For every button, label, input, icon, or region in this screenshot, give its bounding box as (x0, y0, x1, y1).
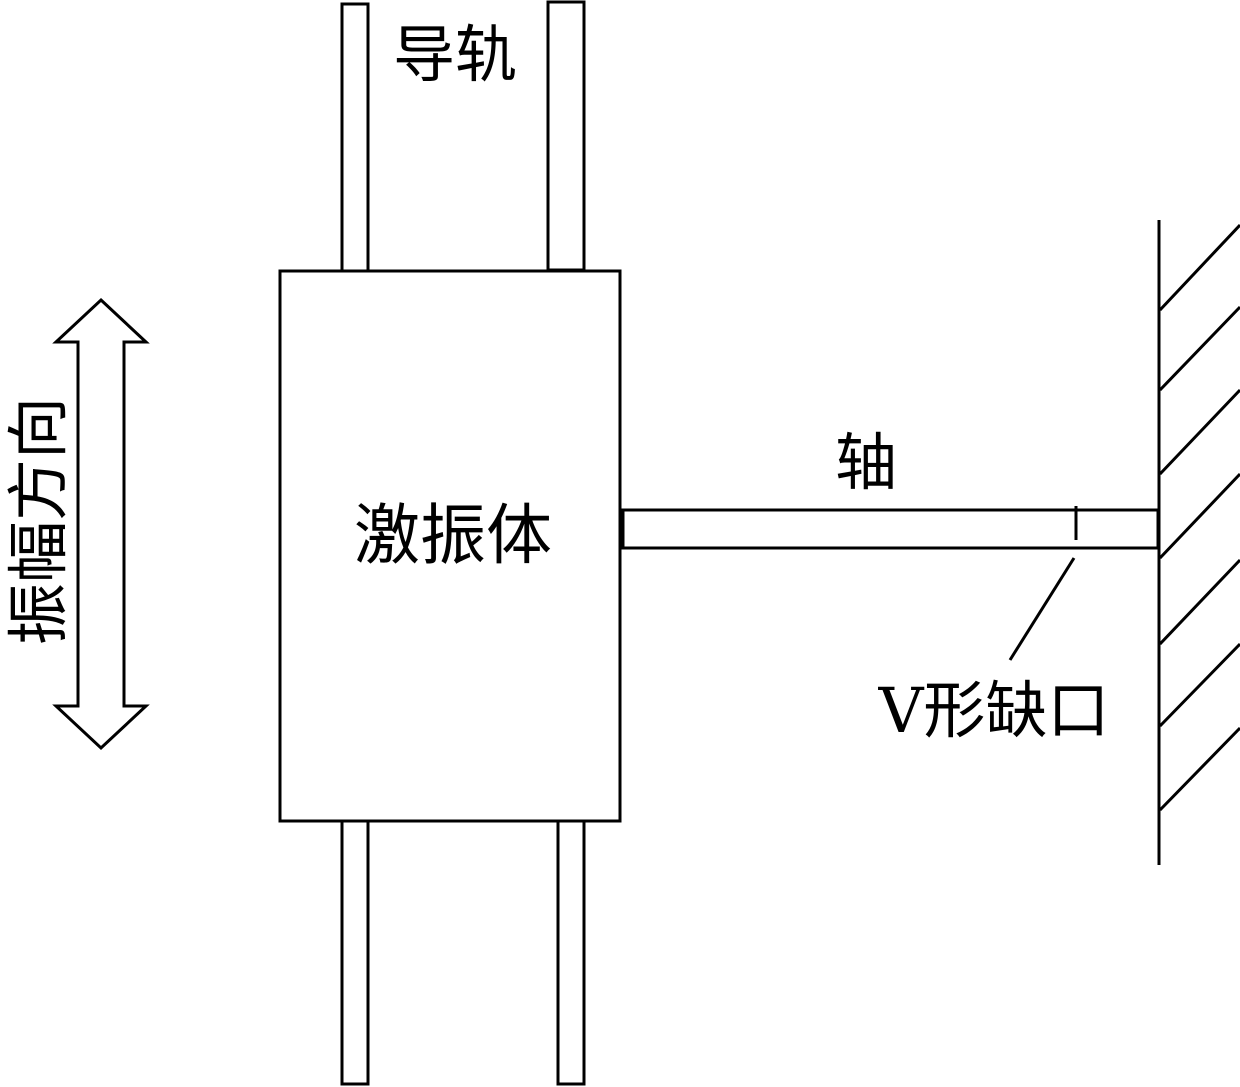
guide-rail-upper-right (546, 0, 586, 272)
guide-rail-upper-left (340, 2, 370, 274)
shaft-bar (621, 508, 1160, 550)
v-notch-label: V形缺口 (878, 674, 1110, 747)
exciter-body-label: 激振体 (354, 497, 552, 574)
fixed-wall (1157, 220, 1240, 865)
wall-hatching (1158, 223, 1240, 812)
exciter-body (278, 269, 622, 823)
guide-rail-lower-left (340, 818, 370, 1086)
shaft-label: 轴 (835, 426, 897, 499)
guide-rail-lower-right (556, 818, 586, 1086)
shaft (621, 506, 1160, 661)
double-arrow-icon (52, 297, 150, 751)
guide-rails-lower (340, 818, 586, 1086)
amplitude-direction-label: 振幅方向 (2, 397, 75, 645)
guide-rail-label: 导轨 (393, 18, 517, 91)
v-notch-leader-line (1008, 557, 1076, 661)
